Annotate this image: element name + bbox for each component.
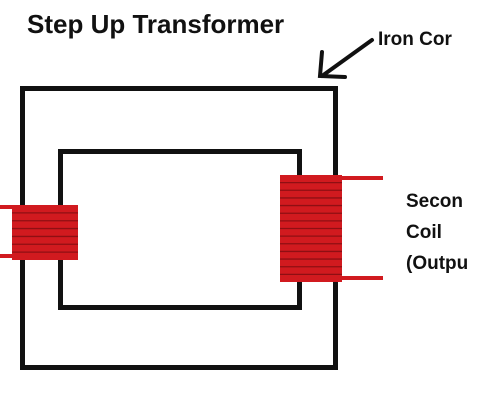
secondary-label-line1: Secon bbox=[406, 191, 463, 212]
iron-core-arrow bbox=[317, 38, 374, 79]
iron-core-label: Iron Cor bbox=[378, 29, 452, 50]
secondary-label-line3: (Outpu bbox=[406, 253, 468, 274]
primary-winding bbox=[12, 205, 78, 260]
primary-turn-lines bbox=[12, 212, 78, 253]
diagram-title: Step Up Transformer bbox=[27, 9, 284, 39]
secondary-coil bbox=[280, 175, 383, 282]
secondary-label-line2: Coil bbox=[406, 222, 442, 243]
primary-coil bbox=[0, 205, 78, 260]
secondary-turn-lines bbox=[280, 181, 342, 276]
